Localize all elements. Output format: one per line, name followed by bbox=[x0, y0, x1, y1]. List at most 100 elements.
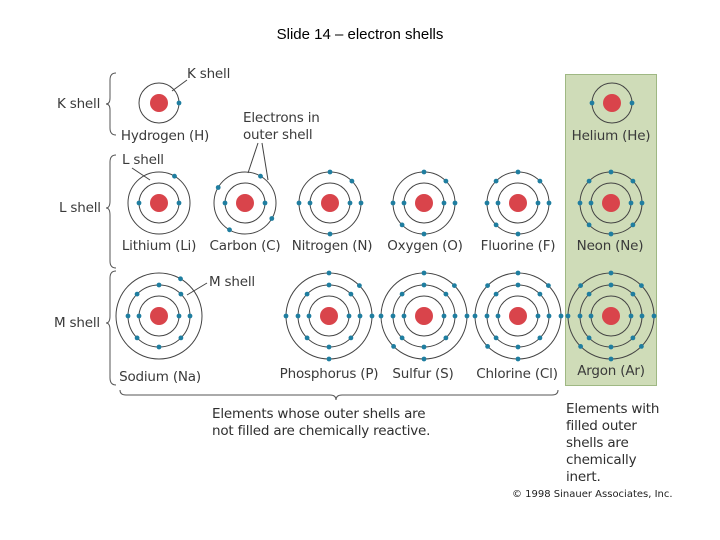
electron bbox=[493, 178, 499, 184]
atom-label: Sodium (Na) bbox=[119, 369, 201, 385]
electron bbox=[578, 283, 583, 288]
nucleus bbox=[602, 194, 620, 212]
electron bbox=[369, 313, 375, 319]
electron bbox=[537, 291, 543, 297]
electron bbox=[452, 283, 457, 288]
nucleus bbox=[150, 194, 168, 212]
l-shell-bracket bbox=[105, 154, 117, 269]
electron bbox=[156, 344, 162, 350]
electron bbox=[515, 270, 521, 276]
electron bbox=[421, 282, 427, 288]
electron bbox=[535, 200, 541, 206]
electron bbox=[215, 185, 221, 190]
inert-note-line: filled outer bbox=[566, 418, 637, 434]
atom-label: Phosphorus (P) bbox=[279, 366, 379, 382]
electron-shell bbox=[213, 171, 277, 235]
nucleus bbox=[150, 307, 168, 325]
noble-gas-panel bbox=[565, 74, 657, 386]
electron bbox=[546, 313, 552, 319]
electron bbox=[125, 313, 131, 319]
electron bbox=[307, 200, 313, 206]
electron bbox=[176, 100, 182, 106]
electron bbox=[222, 200, 228, 206]
electron bbox=[452, 313, 458, 319]
electron bbox=[421, 169, 427, 175]
electron bbox=[399, 291, 405, 297]
electron bbox=[628, 313, 634, 319]
electron-shell bbox=[115, 272, 203, 360]
inert-note-line: Elements with bbox=[566, 401, 660, 417]
electron bbox=[485, 283, 490, 288]
nucleus bbox=[415, 307, 433, 325]
atom bbox=[589, 82, 635, 124]
electron bbox=[176, 313, 182, 319]
inert-note-line: inert. bbox=[566, 469, 601, 485]
electron bbox=[484, 200, 490, 206]
electron bbox=[441, 313, 447, 319]
atom bbox=[390, 169, 458, 237]
electron bbox=[586, 291, 592, 297]
k-shell-callout: K shell bbox=[187, 66, 231, 82]
electron bbox=[515, 231, 521, 237]
electron bbox=[546, 283, 551, 288]
electron bbox=[347, 200, 353, 206]
electron bbox=[630, 222, 636, 228]
atom bbox=[283, 270, 375, 362]
callout-lines bbox=[131, 79, 269, 296]
electron bbox=[304, 335, 310, 341]
electron bbox=[348, 335, 354, 341]
electron bbox=[269, 216, 275, 221]
electron bbox=[565, 313, 571, 319]
atom-label: Lithium (Li) bbox=[121, 238, 197, 254]
electron bbox=[357, 313, 363, 319]
electron bbox=[326, 282, 332, 288]
electron bbox=[348, 291, 354, 297]
inert-note: Elements with filled outer shells are ch… bbox=[566, 401, 659, 486]
electron bbox=[296, 200, 302, 206]
atom-label: Carbon (C) bbox=[209, 238, 281, 254]
m-shell-bracket bbox=[105, 270, 117, 386]
atom bbox=[378, 270, 470, 362]
electron bbox=[464, 313, 470, 319]
electron bbox=[346, 313, 352, 319]
electron bbox=[178, 276, 183, 282]
atom bbox=[138, 82, 182, 124]
electron bbox=[349, 178, 355, 184]
l-shell-label: L shell bbox=[59, 200, 101, 216]
electron bbox=[578, 344, 583, 349]
electron bbox=[399, 335, 405, 341]
electron bbox=[608, 169, 614, 175]
electron bbox=[515, 356, 521, 362]
nucleus bbox=[320, 307, 338, 325]
reactive-note-line: not filled are chemically reactive. bbox=[212, 423, 431, 439]
electron bbox=[378, 313, 384, 319]
atom-label: Neon (Ne) bbox=[576, 238, 644, 254]
electron bbox=[589, 100, 595, 106]
atom-label: Helium (He) bbox=[571, 128, 651, 144]
electron bbox=[401, 313, 407, 319]
electron bbox=[484, 313, 490, 319]
electron bbox=[421, 344, 427, 350]
electron bbox=[493, 335, 499, 341]
electron bbox=[326, 270, 332, 276]
nucleus bbox=[603, 94, 621, 112]
electron bbox=[586, 222, 592, 228]
electron bbox=[586, 178, 592, 184]
electron bbox=[546, 200, 552, 206]
nucleus bbox=[236, 194, 254, 212]
k-shell-bracket bbox=[105, 72, 117, 136]
electron bbox=[495, 313, 501, 319]
electron bbox=[630, 335, 636, 341]
electron bbox=[399, 222, 405, 228]
nucleus bbox=[509, 307, 527, 325]
electron bbox=[515, 169, 521, 175]
electron bbox=[535, 313, 541, 319]
nucleus bbox=[321, 194, 339, 212]
m-shell-pointer bbox=[186, 282, 208, 296]
atom bbox=[565, 270, 657, 362]
reactive-note: Elements whose outer shells are not fill… bbox=[212, 406, 430, 440]
m-shell-callout: M shell bbox=[209, 274, 255, 290]
electron bbox=[390, 313, 396, 319]
reactive-note-line: Elements whose outer shells are bbox=[212, 406, 426, 422]
